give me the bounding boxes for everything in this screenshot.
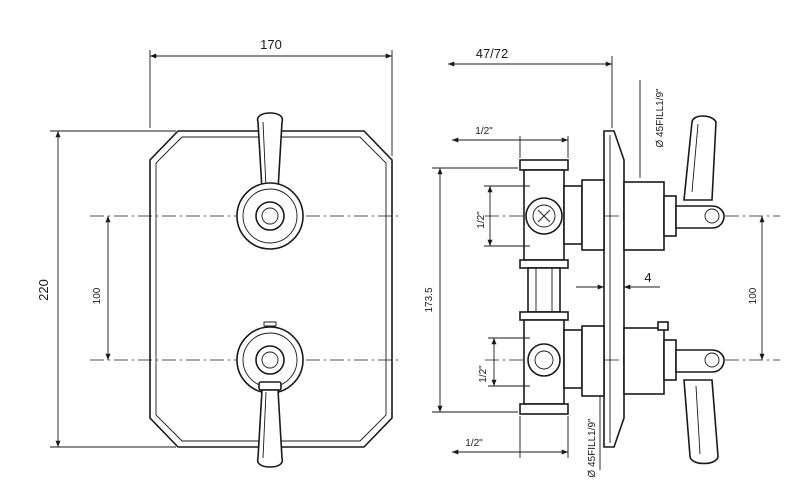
dim-depth: 47/72 (476, 46, 509, 61)
upper-valve-body (519, 159, 605, 269)
dim-height-side: 173.5 (424, 287, 435, 312)
faceplate-inner-outline (155, 136, 387, 442)
dim-height-front: 220 (36, 279, 51, 301)
upper-lever-handle (256, 112, 284, 195)
dim-thread-bottom: 1/2" (465, 438, 483, 449)
dim-spacing-front: 100 (92, 287, 103, 304)
upper-control-rosette (236, 182, 304, 250)
dim-thread-left-lower: 1/2" (478, 365, 489, 383)
lower-control-rosette (236, 326, 304, 394)
lower-lever-handle (256, 381, 284, 468)
lower-valve-body (519, 311, 605, 415)
dim-nut-top: Ø 45FILL1/9" (655, 88, 666, 148)
dim-thread-left-upper: 1/2" (476, 211, 487, 229)
front-view: 170 220 100 (36, 37, 400, 468)
lower-handle-top-tab (263, 321, 277, 327)
dim-thread-top: 1/2" (475, 126, 493, 137)
lower-handle-housing (623, 321, 725, 465)
dim-width-front: 170 (260, 37, 282, 52)
dim-nut-bottom: Ø 45FILL1/9" (587, 418, 598, 478)
dim-spacing-side: 100 (748, 287, 759, 304)
connecting-pipe (527, 267, 561, 313)
side-view: 47/72 1/2" 173.5 1/2" 1/2" 1/2" 4 100 (424, 46, 780, 478)
wall-plate (603, 130, 625, 448)
upper-handle-housing (623, 115, 725, 251)
faceplate-outline (149, 130, 393, 448)
dim-gap: 4 (644, 270, 651, 285)
